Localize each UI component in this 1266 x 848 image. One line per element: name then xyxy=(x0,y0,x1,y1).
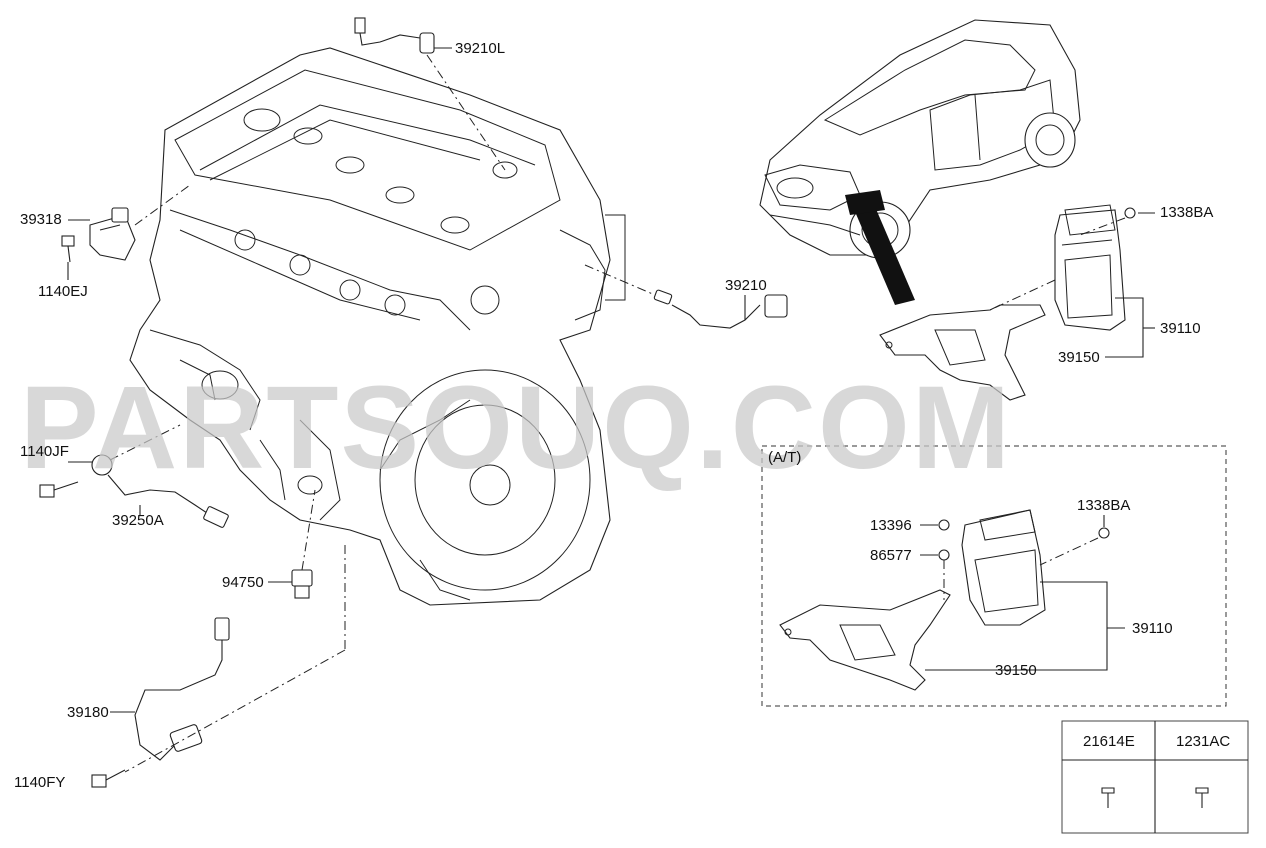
oil-pressure-switch-94750 xyxy=(291,569,313,599)
label-39250A: 39250A xyxy=(112,512,164,529)
nut-13396 xyxy=(938,519,950,531)
oxygen-sensor-39210L xyxy=(354,17,435,54)
leader-lines xyxy=(67,47,1155,773)
label-39318: 39318 xyxy=(20,211,62,228)
ecu-module-at xyxy=(961,509,1046,626)
at-box-title: (A/T) xyxy=(768,449,801,466)
screw-1231AC-icon xyxy=(1195,787,1209,808)
label-39210L: 39210L xyxy=(455,40,505,57)
engine-assembly xyxy=(129,47,626,606)
ecu-bracket-at xyxy=(779,589,951,691)
nut-1338BA-at xyxy=(1098,527,1110,539)
label-39150-top: 39150 xyxy=(1058,349,1100,366)
label-39180: 39180 xyxy=(67,704,109,721)
table-header-21614E: 21614E xyxy=(1083,733,1135,750)
label-1140JF: 1140JF xyxy=(20,443,69,460)
bolt-1140JF xyxy=(39,481,79,498)
washer-86577 xyxy=(938,549,950,561)
label-13396: 13396 xyxy=(870,517,912,534)
vehicle-illustration xyxy=(759,19,1081,305)
label-1140FY: 1140FY xyxy=(14,774,65,791)
bolt-1140EJ xyxy=(61,235,75,263)
knock-sensor-39250A xyxy=(91,454,229,528)
at-variant-box xyxy=(761,445,1227,707)
label-39110-top: 39110 xyxy=(1160,320,1201,337)
oxygen-sensor-39210 xyxy=(653,289,788,329)
label-39110-at: 39110 xyxy=(1132,620,1173,637)
part-labels: 39210L 39318 1140EJ 39210 1338BA 39110 3… xyxy=(14,40,1230,791)
table-header-1231AC: 1231AC xyxy=(1176,733,1230,750)
screw-21614E-icon xyxy=(1101,787,1115,808)
watermark-text: PARTSOUQ.COM xyxy=(20,362,1012,494)
camshaft-position-sensor-39318 xyxy=(89,207,136,261)
crankshaft-position-sensor-39180 xyxy=(134,617,230,761)
label-86577: 86577 xyxy=(870,547,912,564)
bolt-1140FY xyxy=(91,769,126,788)
ecu-module-top xyxy=(1054,204,1126,331)
label-1338BA-at: 1338BA xyxy=(1077,497,1130,514)
label-1140EJ: 1140EJ xyxy=(38,283,88,300)
label-39150-at: 39150 xyxy=(995,662,1037,679)
label-94750: 94750 xyxy=(222,574,264,591)
nut-1338BA-top xyxy=(1124,207,1136,219)
fastener-table xyxy=(1061,720,1249,834)
label-1338BA-top: 1338BA xyxy=(1160,204,1213,221)
label-39210: 39210 xyxy=(725,277,767,294)
